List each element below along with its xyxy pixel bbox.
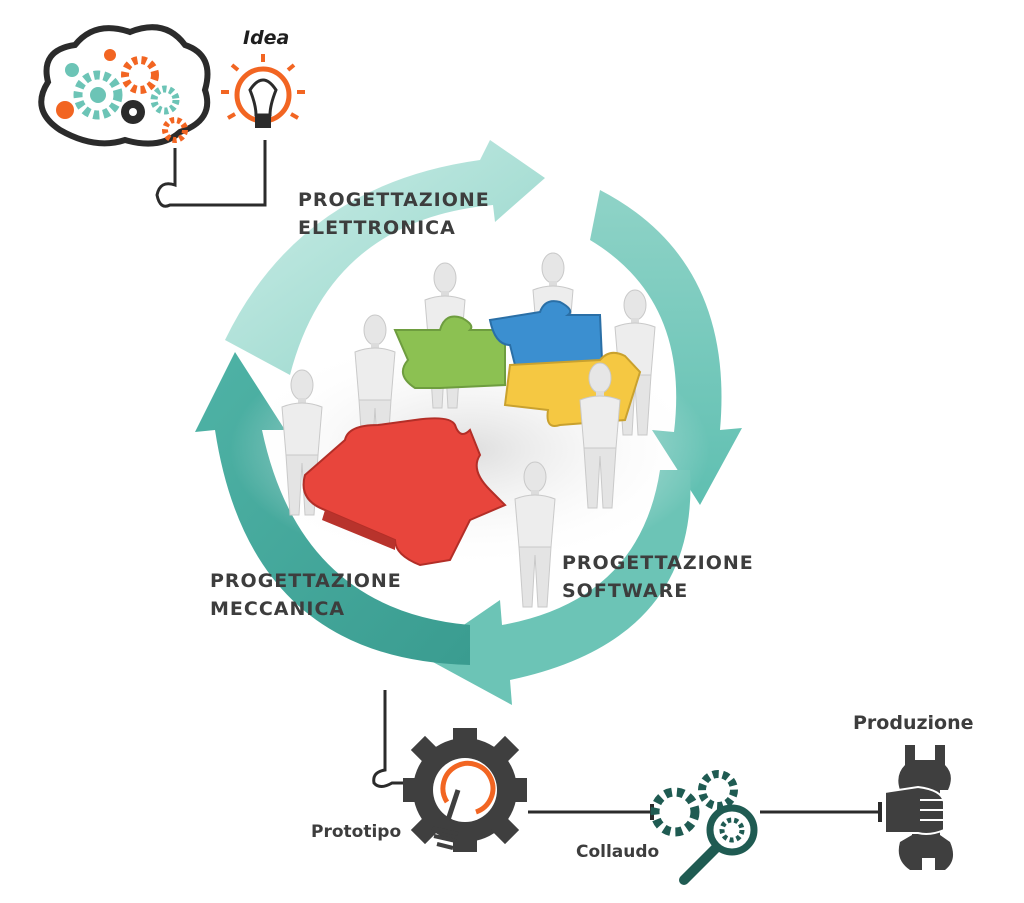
idea-label: Idea [243,27,290,49]
label-production: Produzione [853,712,974,734]
label-software: PROGETTAZIONE SOFTWARE [562,552,754,602]
wrench-hand-icon [884,745,954,870]
lightbulb-icon [221,54,305,128]
brain-gears-icon [38,24,211,147]
cycle-prototype-connector [372,690,410,788]
label-testing: Collaudo [576,842,660,862]
label-prototype: Prototipo [311,822,402,842]
gears-magnifier-icon [650,770,758,885]
puzzle-piece-green [393,315,506,389]
puzzle-piece-blue [488,300,604,367]
label-electronics: PROGETTAZIONE ELETTRONICA [298,189,490,239]
brain-idea-connector [155,140,267,208]
puzzle-piece-red [302,417,507,567]
team-puzzle-illustration [230,252,710,608]
label-mechanics: PROGETTAZIONE MECCANICA [210,570,402,620]
gear-lightbulb-icon [403,728,527,852]
cycle-arrow-electronics [225,140,545,375]
cycle-arrow-mechanics [195,352,470,665]
